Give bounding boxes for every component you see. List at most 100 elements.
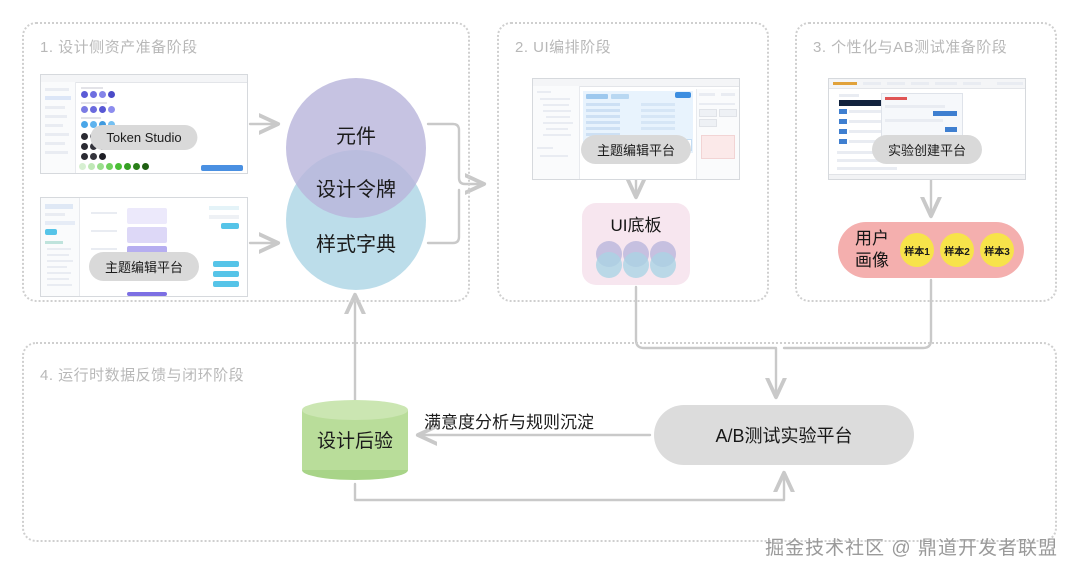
- mock-row: [833, 82, 857, 85]
- screenshot-theme-editor-1[interactable]: 主题编辑平台: [40, 197, 248, 297]
- mock-button[interactable]: [221, 223, 239, 229]
- mock-swatch: [90, 106, 97, 113]
- mock-row: [540, 98, 570, 100]
- mock-row: [963, 82, 981, 85]
- screenshot-experiment-platform[interactable]: 实验创建平台: [828, 78, 1026, 180]
- cylinder-top: [302, 400, 408, 420]
- mock-row: [885, 97, 907, 100]
- mock-swatch: [99, 106, 106, 113]
- sample-badge-1: 样本1: [900, 233, 934, 267]
- phase-title-4: 4. 运行时数据反馈与闭环阶段: [40, 367, 245, 384]
- mock-row: [586, 121, 620, 124]
- mock-swatch: [88, 163, 95, 170]
- mock-swatch: [81, 121, 88, 128]
- mock-row: [586, 109, 620, 112]
- mock-button[interactable]: [213, 261, 239, 267]
- mock-row: [721, 93, 735, 96]
- mock-button[interactable]: [45, 229, 57, 235]
- mock-row: [839, 94, 859, 97]
- mock-row: [641, 109, 675, 112]
- mock-field[interactable]: [699, 109, 717, 117]
- mock-row: [45, 96, 71, 100]
- mock-row: [47, 248, 71, 250]
- mock-row: [45, 88, 69, 91]
- venn-label-style-dictionary: 样式字典: [316, 234, 396, 256]
- mock-button[interactable]: [213, 281, 239, 287]
- mock-row: [885, 119, 943, 122]
- mock-row: [45, 241, 63, 244]
- mock-swatch: [133, 163, 140, 170]
- mock-row: [837, 167, 897, 170]
- sample-badge-3: 样本3: [980, 233, 1014, 267]
- mock-row: [537, 147, 553, 149]
- mock-sidebar: [533, 86, 580, 179]
- mock-row: [81, 102, 107, 104]
- mock-row: [911, 82, 929, 85]
- mock-row: [837, 151, 877, 154]
- mock-row: [47, 272, 71, 274]
- mock-row: [47, 266, 67, 268]
- mock-row: [586, 115, 620, 118]
- mock-primary-button[interactable]: [675, 92, 691, 98]
- mock-row: [45, 115, 67, 118]
- mock-statusbar: [829, 174, 1025, 179]
- screenshot-token-studio[interactable]: Token Studio: [40, 74, 248, 174]
- mock-row: [849, 120, 907, 123]
- mock-swatch: [106, 163, 113, 170]
- mock-topbar: [41, 75, 247, 83]
- mock-row: [586, 103, 620, 106]
- mock-swatch: [108, 106, 115, 113]
- mock-row: [885, 105, 945, 108]
- ui-board-title: UI底板: [610, 216, 662, 235]
- mock-primary-button[interactable]: [201, 165, 243, 171]
- mock-row: [641, 127, 675, 130]
- phase-container-1: 1. 设计侧资产准备阶段: [22, 22, 470, 302]
- mock-field[interactable]: [719, 109, 737, 117]
- mock-row: [91, 230, 117, 232]
- mock-field[interactable]: [699, 119, 717, 127]
- mock-row: [863, 82, 881, 85]
- mock-chip[interactable]: [611, 94, 629, 99]
- mock-chip[interactable]: [586, 94, 608, 99]
- phase-container-2: 2. UI编排阶段: [497, 22, 769, 302]
- mock-swatch: [108, 121, 115, 128]
- mock-swatch: [97, 163, 104, 170]
- mock-row: [935, 82, 957, 85]
- mock-row: [45, 213, 65, 216]
- mock-preview: [701, 135, 735, 159]
- design-feedback-cylinder: 设计后验: [302, 400, 408, 480]
- mini-venn-bottom: [650, 252, 676, 278]
- mock-button[interactable]: [213, 271, 239, 277]
- mock-row: [641, 103, 675, 106]
- mock-row: [997, 82, 1023, 85]
- mock-swatch: [99, 121, 106, 128]
- mock-row: [209, 206, 239, 210]
- cylinder-body: [302, 410, 408, 470]
- mock-row: [543, 110, 571, 112]
- persona-title-line1: 用户: [855, 229, 889, 248]
- mock-row: [849, 130, 911, 133]
- mock-row: [45, 106, 65, 109]
- mock-row: [699, 103, 735, 105]
- mock-row: [209, 215, 239, 219]
- mock-selected-row[interactable]: [839, 100, 921, 106]
- mini-venn-bottom: [596, 252, 622, 278]
- mock-row: [81, 87, 103, 89]
- venn-diagram: 元件 设计令牌 样式字典: [286, 78, 426, 290]
- phase-title-1: 1. 设计侧资产准备阶段: [40, 39, 198, 56]
- mock-chip: [839, 119, 847, 124]
- mock-swatch: [99, 91, 106, 98]
- mock-swatch: [81, 153, 88, 160]
- mock-button[interactable]: [933, 111, 957, 116]
- phase-title-3: 3. 个性化与AB测试准备阶段: [813, 39, 1008, 56]
- mock-row: [540, 155, 568, 157]
- mock-row: [543, 104, 569, 106]
- mock-button[interactable]: [945, 127, 957, 132]
- mock-row: [45, 133, 69, 136]
- mock-chip: [839, 109, 847, 114]
- mock-swatch: [124, 163, 131, 170]
- screenshot-theme-editor-2[interactable]: 主题编辑平台: [532, 78, 740, 180]
- mock-row: [887, 82, 905, 85]
- mock-row: [45, 142, 65, 145]
